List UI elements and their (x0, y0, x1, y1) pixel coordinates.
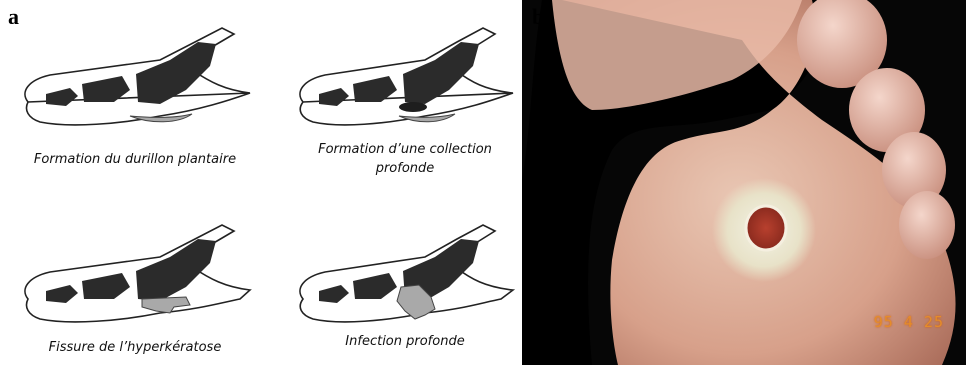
toe-diagram-fissure (10, 215, 260, 330)
toe-diagram-collection (285, 20, 520, 130)
caption-callus: Formation du durillon plantaire (30, 150, 240, 169)
deep-collection (399, 102, 427, 112)
caption-collection: Formation d’une collection profonde (300, 140, 510, 178)
caption-infection: Infection profonde (300, 332, 510, 351)
panel-b-label: b (532, 4, 544, 30)
toe-5 (899, 191, 955, 259)
date-stamp: 95 4 25 (874, 313, 944, 331)
panel-b-photo: b (522, 0, 966, 365)
panel-a-diagrams: a Formation du durillon plantaire Format… (0, 0, 522, 365)
plantar-ulcer-photo (522, 0, 966, 365)
toe-diagram-callus (10, 20, 260, 130)
toe-diagram-infection (285, 215, 520, 330)
caption-fissure: Fissure de l’hyperkératose (30, 338, 240, 357)
